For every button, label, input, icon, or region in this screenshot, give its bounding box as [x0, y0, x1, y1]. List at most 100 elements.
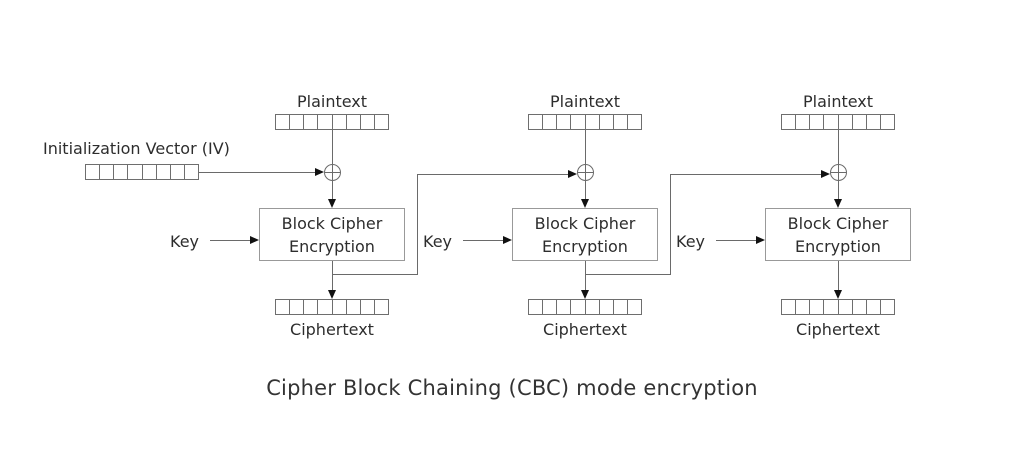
- ciphertext-bit-block-2: [528, 299, 642, 315]
- bit-cell: [290, 115, 305, 129]
- chain-arrowhead-icon-1: [568, 170, 577, 178]
- bit-cell: [361, 300, 375, 314]
- bit-cell: [600, 115, 614, 129]
- iv-bit-block: [85, 164, 199, 180]
- bit-cell: [839, 115, 853, 129]
- bit-cell: [571, 115, 586, 129]
- chain-branch-line-1: [332, 274, 417, 275]
- chain-to-xor-line-1: [417, 174, 568, 175]
- block-cipher-box-line1: Block Cipher: [534, 213, 636, 233]
- bit-cell: [290, 300, 305, 314]
- bit-cell: [600, 300, 614, 314]
- xor-icon-2: [577, 164, 594, 181]
- plaintext-label-1: Plaintext: [296, 92, 368, 111]
- chain-up-line-1: [417, 174, 418, 275]
- bit-cell: [529, 300, 544, 314]
- bit-cell: [782, 115, 797, 129]
- bit-cell: [375, 115, 388, 129]
- bit-cell: [571, 300, 586, 314]
- block-cipher-box-line2: Encryption: [289, 236, 375, 256]
- chain-up-line-2: [670, 174, 671, 275]
- ciphertext-label-2: Ciphertext: [543, 320, 627, 339]
- bit-cell: [796, 115, 811, 129]
- chain-branch-line-2: [585, 274, 670, 275]
- bit-cell: [867, 115, 881, 129]
- bit-cell: [143, 165, 157, 179]
- bit-cell: [361, 115, 375, 129]
- bit-cell: [810, 115, 825, 129]
- xor-icon-3: [830, 164, 847, 181]
- bit-cell: [543, 115, 558, 129]
- bit-cell: [881, 115, 894, 129]
- block-cipher-box-2: Block Cipher Encryption: [512, 208, 658, 261]
- bit-cell: [557, 115, 572, 129]
- bit-cell: [157, 165, 171, 179]
- bit-cell: [128, 165, 143, 179]
- xor-icon-1: [324, 164, 341, 181]
- block-cipher-box-line2: Encryption: [795, 236, 881, 256]
- box-to-ciphertext-line-1: [332, 261, 333, 291]
- bit-cell: [881, 300, 894, 314]
- bit-cell: [796, 300, 811, 314]
- bit-cell: [810, 300, 825, 314]
- block-cipher-box-3: Block Cipher Encryption: [765, 208, 911, 261]
- bit-cell: [347, 115, 361, 129]
- key-label-2: Key: [423, 232, 453, 251]
- key-arrow-line-2: [463, 240, 503, 241]
- bit-cell: [586, 115, 600, 129]
- block-cipher-box-line1: Block Cipher: [281, 213, 383, 233]
- plaintext-bit-block-3: [781, 114, 895, 130]
- ciphertext-bit-block-1: [275, 299, 389, 315]
- box-to-ciphertext-line-2: [585, 261, 586, 291]
- plaintext-label-2: Plaintext: [549, 92, 621, 111]
- bit-cell: [614, 300, 628, 314]
- ciphertext-label-3: Ciphertext: [796, 320, 880, 339]
- bit-cell: [276, 300, 291, 314]
- bit-cell: [86, 165, 101, 179]
- box-to-ciphertext-arrowhead-icon-1: [328, 290, 336, 299]
- bit-cell: [276, 115, 291, 129]
- block-cipher-box-line1: Block Cipher: [787, 213, 889, 233]
- plaintext-to-xor-line-2: [585, 130, 586, 164]
- bit-cell: [628, 115, 641, 129]
- plaintext-bit-block-2: [528, 114, 642, 130]
- bit-cell: [171, 165, 185, 179]
- iv-label: Initialization Vector (IV): [43, 139, 230, 158]
- bit-cell: [853, 115, 867, 129]
- bit-cell: [557, 300, 572, 314]
- key-label-3: Key: [676, 232, 706, 251]
- key-arrow-line-1: [210, 240, 250, 241]
- xor-to-box-line-3: [838, 181, 839, 200]
- plaintext-to-xor-line-3: [838, 130, 839, 164]
- bit-cell: [347, 300, 361, 314]
- key-arrow-line-3: [716, 240, 756, 241]
- plaintext-bit-block-1: [275, 114, 389, 130]
- bit-cell: [824, 115, 839, 129]
- bit-cell: [867, 300, 881, 314]
- xor-to-box-arrowhead-icon-1: [328, 199, 336, 208]
- bit-cell: [543, 300, 558, 314]
- chain-to-xor-line-2: [670, 174, 821, 175]
- bit-cell: [185, 165, 198, 179]
- bit-cell: [304, 300, 319, 314]
- iv-arrowhead-icon: [315, 168, 324, 176]
- box-to-ciphertext-arrowhead-icon-3: [834, 290, 842, 299]
- bit-cell: [824, 300, 839, 314]
- bit-cell: [839, 300, 853, 314]
- ciphertext-bit-block-3: [781, 299, 895, 315]
- plaintext-to-xor-line-1: [332, 130, 333, 164]
- xor-to-box-arrowhead-icon-3: [834, 199, 842, 208]
- key-arrowhead-icon-3: [756, 236, 765, 244]
- plaintext-label-3: Plaintext: [802, 92, 874, 111]
- bit-cell: [304, 115, 319, 129]
- xor-to-box-line-1: [332, 181, 333, 200]
- block-cipher-box-1: Block Cipher Encryption: [259, 208, 405, 261]
- bit-cell: [614, 115, 628, 129]
- block-cipher-box-line2: Encryption: [542, 236, 628, 256]
- bit-cell: [318, 300, 333, 314]
- bit-cell: [586, 300, 600, 314]
- chain-arrowhead-icon-2: [821, 170, 830, 178]
- ciphertext-label-1: Ciphertext: [290, 320, 374, 339]
- bit-cell: [782, 300, 797, 314]
